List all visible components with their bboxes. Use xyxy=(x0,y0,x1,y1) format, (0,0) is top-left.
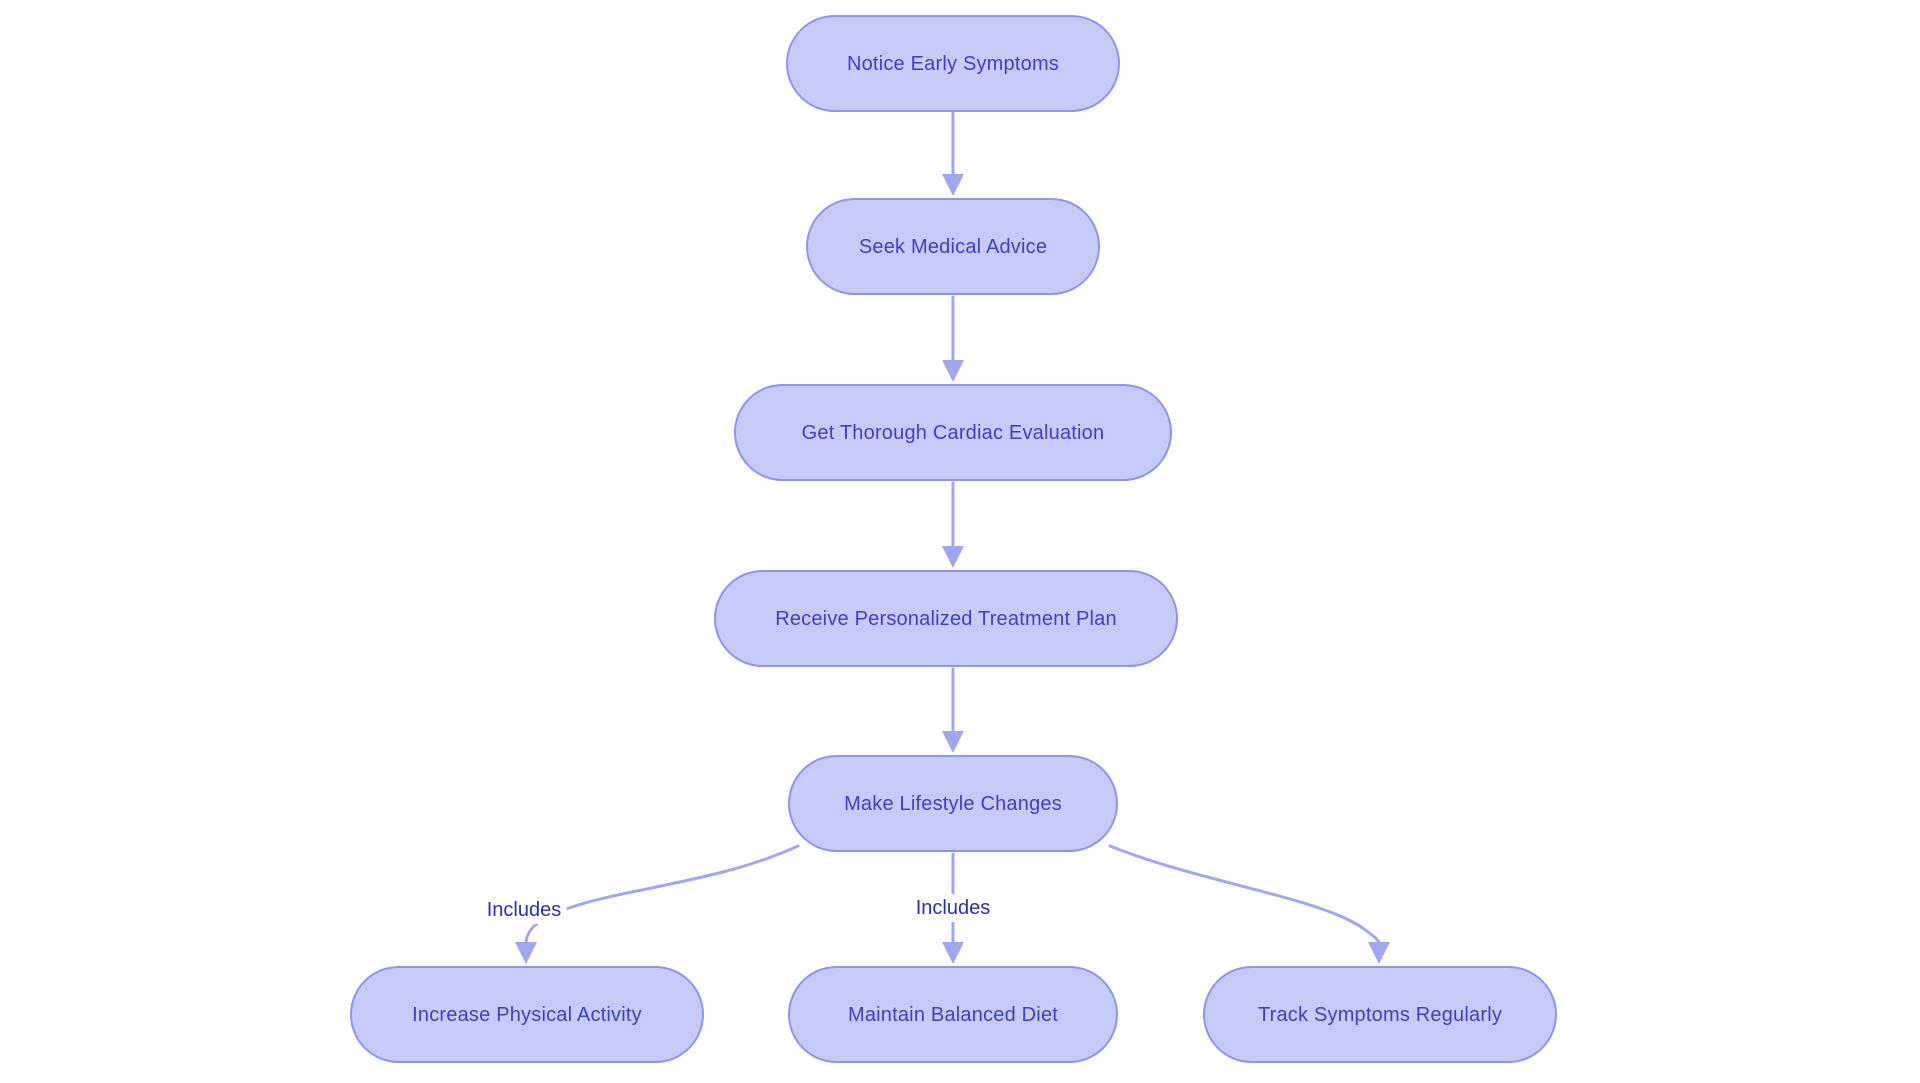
edge-label-includes: Includes xyxy=(910,894,996,922)
edge-arrowhead-icon xyxy=(942,731,964,753)
edge-label-includes: Includes xyxy=(481,896,567,924)
flow-node-receive-personalized-treatment-plan: Receive Personalized Treatment Plan xyxy=(714,570,1178,667)
edge-arrowhead-icon xyxy=(1368,942,1390,964)
flow-edge-line xyxy=(1108,844,1381,944)
flow-node-get-thorough-cardiac-evaluation: Get Thorough Cardiac Evaluation xyxy=(734,384,1172,481)
flow-node-label: Make Lifestyle Changes xyxy=(844,792,1062,815)
edge-arrowhead-icon xyxy=(515,942,537,964)
flow-node-label: Track Symptoms Regularly xyxy=(1257,1003,1503,1026)
flow-node-notice-early-symptoms: Notice Early Symptoms xyxy=(786,15,1120,112)
edge-arrowhead-icon xyxy=(942,942,964,964)
flow-node-label: Maintain Balanced Diet xyxy=(847,1003,1059,1026)
edge-arrowhead-icon xyxy=(942,360,964,382)
flow-node-increase-physical-activity: Increase Physical Activity xyxy=(350,966,704,1063)
flow-node-maintain-balanced-diet: Maintain Balanced Diet xyxy=(788,966,1118,1063)
flow-node-label: Get Thorough Cardiac Evaluation xyxy=(801,421,1105,444)
flow-edge-line xyxy=(524,844,800,944)
flow-node-make-lifestyle-changes: Make Lifestyle Changes xyxy=(788,755,1118,852)
flow-node-label: Increase Physical Activity xyxy=(412,1003,642,1026)
edge-arrowhead-icon xyxy=(942,174,964,196)
edge-arrowhead-icon xyxy=(942,546,964,568)
flow-node-label: Notice Early Symptoms xyxy=(846,52,1060,75)
flow-node-label: Receive Personalized Treatment Plan xyxy=(775,607,1117,630)
flow-node-track-symptoms-regularly: Track Symptoms Regularly xyxy=(1203,966,1557,1063)
flow-node-label: Seek Medical Advice xyxy=(858,235,1048,258)
flow-node-seek-medical-advice: Seek Medical Advice xyxy=(806,198,1100,295)
